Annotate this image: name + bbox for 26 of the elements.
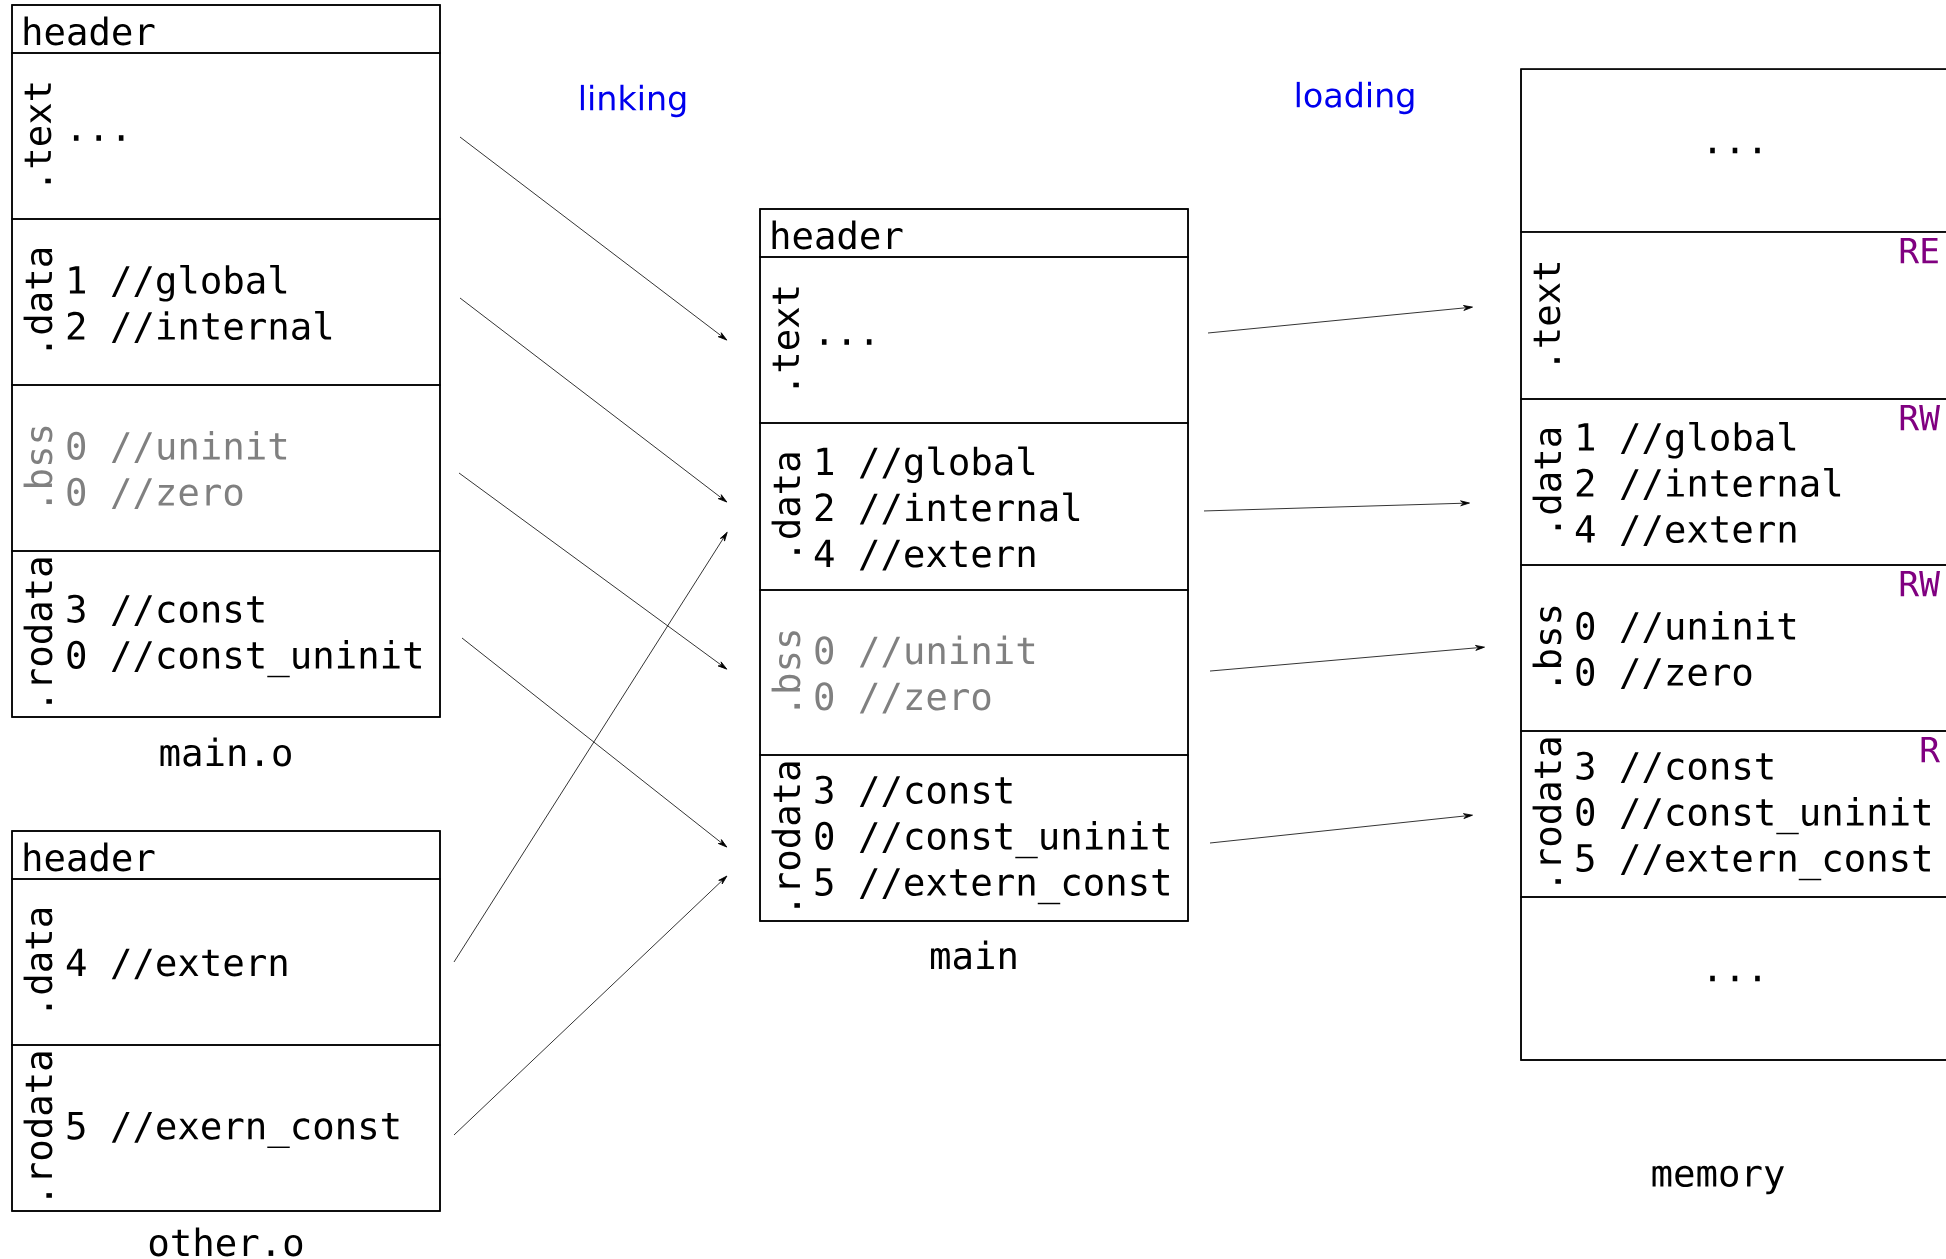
header-box: header <box>759 208 1189 258</box>
section-box: .text RE <box>1520 231 1946 400</box>
arrow <box>459 297 728 503</box>
arrow <box>1203 500 1470 512</box>
section-box: .data 4 //extern <box>11 878 441 1046</box>
arrow <box>453 531 728 963</box>
arrow <box>459 136 728 341</box>
arrow <box>453 875 728 1136</box>
stage-label: linking <box>580 84 686 118</box>
file-caption: main.o <box>160 737 291 767</box>
header-box: header <box>11 4 441 54</box>
section-box: .text ... <box>11 52 441 220</box>
file-caption: memory <box>1652 1165 1784 1195</box>
stage-label: loading <box>1296 81 1414 115</box>
file-caption: main <box>931 940 1016 970</box>
memory-region-box: ... <box>1520 68 1946 233</box>
arrow <box>458 472 728 670</box>
section-box: .rodata 5 //exern_const <box>11 1044 441 1212</box>
memory-region-box: ... <box>1520 896 1946 1061</box>
file-caption: other.o <box>149 1227 303 1257</box>
arrow <box>1207 305 1473 334</box>
arrow <box>461 637 728 848</box>
arrow <box>1209 645 1485 672</box>
section-box: .text ... <box>759 256 1189 424</box>
arrow <box>1209 813 1473 844</box>
header-box: header <box>11 830 441 880</box>
